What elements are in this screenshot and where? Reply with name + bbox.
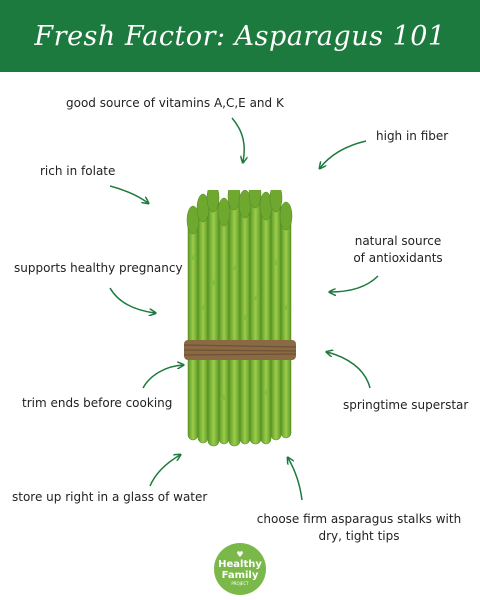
header-banner: Fresh Factor: Asparagus 101 bbox=[0, 0, 480, 72]
arrow-folate bbox=[109, 185, 148, 203]
arrow-pregnancy bbox=[109, 287, 155, 313]
logo-line3: PROJECT bbox=[231, 581, 249, 586]
fact-pregnancy: supports healthy pregnancy bbox=[14, 261, 183, 275]
healthy-family-project-logo: ♥ Healthy Family PROJECT bbox=[214, 543, 266, 595]
logo-line2: Family bbox=[221, 570, 259, 581]
fact-antioxidants-line1: natural source bbox=[354, 234, 442, 248]
arrow-firm bbox=[288, 458, 303, 501]
fact-trim: trim ends before cooking bbox=[22, 396, 173, 410]
fact-springtime: springtime superstar bbox=[343, 398, 469, 412]
arrow-springtime bbox=[327, 352, 371, 389]
fact-antioxidants: natural source of antioxidants bbox=[344, 233, 452, 267]
asparagus-bundle-image bbox=[183, 190, 297, 447]
fact-firm-line1: choose firm asparagus stalks with bbox=[256, 512, 462, 526]
fact-fiber: high in fiber bbox=[376, 129, 449, 143]
logo-line1: Healthy bbox=[218, 559, 262, 570]
arrow-antioxidants bbox=[330, 275, 379, 292]
fact-firm: choose firm asparagus stalks with dry, t… bbox=[254, 511, 464, 545]
fact-firm-line2: dry, tight tips bbox=[318, 529, 400, 543]
fact-antioxidants-line2: of antioxidants bbox=[353, 251, 443, 265]
fact-folate: rich in folate bbox=[40, 164, 116, 178]
fact-store: store up right in a glass of water bbox=[12, 490, 208, 504]
heart-icon: ♥ bbox=[236, 550, 244, 559]
arrow-fiber bbox=[320, 140, 367, 168]
fact-vitamins: good source of vitamins A,C,E and K bbox=[66, 96, 284, 110]
arrow-vitamins bbox=[231, 117, 244, 162]
arrow-store bbox=[149, 455, 180, 487]
page-title: Fresh Factor: Asparagus 101 bbox=[34, 20, 446, 52]
arrow-trim bbox=[142, 365, 183, 389]
